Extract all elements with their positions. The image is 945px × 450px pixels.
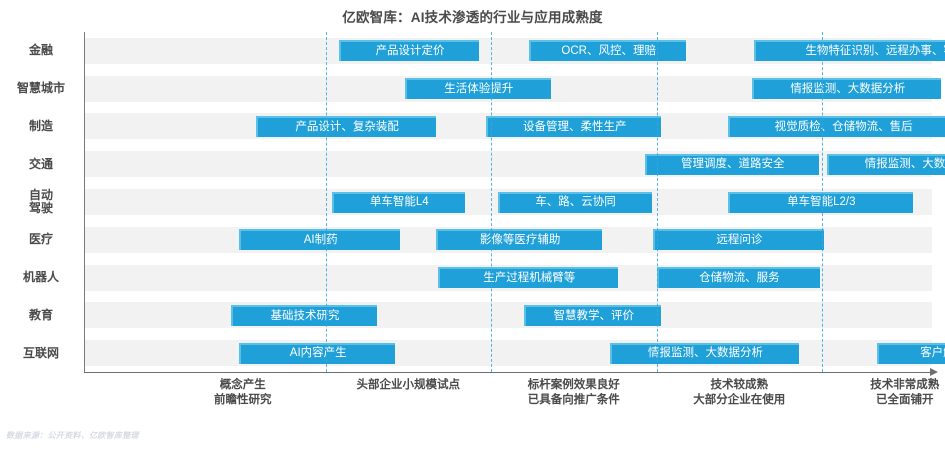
bar-segment[interactable]: 影像等医疗辅助 xyxy=(436,229,602,251)
x-axis-stage-label-2: 标杆案例效果良好已具备向推广条件 xyxy=(484,378,664,408)
y-axis-label-5: 医疗 xyxy=(2,233,80,246)
bar-segment[interactable]: 产品设计、复杂装配 xyxy=(255,115,437,137)
bar-segment[interactable]: 管理调度、道路安全 xyxy=(644,153,819,175)
bar-segment[interactable]: 情报监测、大数据分析 xyxy=(752,78,942,100)
y-axis-label-line: 驾驶 xyxy=(28,201,53,215)
bar-segment[interactable]: 单车智能L2/3 xyxy=(727,191,914,213)
bar-segment[interactable]: 视觉质检、仓储物流、售后 xyxy=(727,115,945,137)
y-axis-label-8: 互联网 xyxy=(2,345,80,360)
x-axis-stage-label-line2: 前瞻性研究 xyxy=(214,394,272,406)
x-axis-stage-label-line1: 头部企业小规模试点 xyxy=(356,379,461,391)
bar-segment[interactable]: AI制药 xyxy=(239,229,400,251)
x-axis-stage-label-line1: 标杆案例效果良好 xyxy=(527,379,620,391)
y-axis-label-line: 自动 xyxy=(28,188,53,202)
bar-segment[interactable]: 设备管理、柔性生产 xyxy=(486,115,662,137)
x-axis-arrow-icon xyxy=(930,368,938,376)
y-axis-label-4: 自动驾驶 xyxy=(2,189,80,215)
x-axis-stage-label-line1: 技术较成熟 xyxy=(710,379,769,391)
bar-segment[interactable]: 情报监测、大数据分析 xyxy=(826,153,945,175)
y-axis-label-line: 机器人 xyxy=(22,270,59,285)
y-axis-label-line: 互联网 xyxy=(22,345,59,360)
y-axis-label-0: 金融 xyxy=(2,44,80,57)
bar-segment[interactable]: 车、路、云协同 xyxy=(497,191,652,213)
bar-segment[interactable]: OCR、风控、理赔 xyxy=(529,40,687,62)
bar-segment[interactable]: 生活体验提升 xyxy=(404,78,551,100)
row-band xyxy=(85,302,932,329)
bar-segment[interactable]: 单车智能L4 xyxy=(332,191,465,213)
bar-segment[interactable]: 基础技术研究 xyxy=(231,304,377,326)
x-axis-line xyxy=(84,372,932,373)
x-axis-stage-label-3: 技术较成熟大部分企业在使用 xyxy=(649,378,829,408)
bar-segment[interactable]: 情报监测、大数据分析 xyxy=(610,342,799,364)
gridline xyxy=(325,32,327,372)
source-note: 数据来源：公开资料、亿欧智库整理 xyxy=(6,431,139,440)
bar-segment[interactable]: 智慧教学、评价 xyxy=(524,304,662,326)
gridline xyxy=(656,32,658,372)
gridline xyxy=(822,32,823,372)
x-axis-stage-label-4: 技术非常成熟已全面铺开 xyxy=(815,378,945,408)
y-axis-line xyxy=(84,32,85,373)
bar-segment[interactable]: AI内容产生 xyxy=(239,342,395,364)
x-axis-stage-label-line2: 已具备向推广条件 xyxy=(527,394,620,406)
page-title: 亿欧智库：AI技术渗透的行业与应用成熟度 xyxy=(342,10,603,25)
y-axis-label-line: 金融 xyxy=(28,43,53,58)
y-axis-labels: 金融智慧城市制造交通自动驾驶医疗机器人教育互联网 xyxy=(0,32,80,372)
x-axis-stage-label-line1: 技术非常成熟 xyxy=(870,379,940,391)
y-axis-label-line: 交通 xyxy=(28,156,53,171)
bar-segment[interactable]: 客户触达、智慧营销 xyxy=(876,342,945,364)
y-axis-label-1: 智慧城市 xyxy=(2,82,80,95)
y-axis-label-6: 机器人 xyxy=(2,271,80,284)
x-axis-stage-label-line1: 概念产生 xyxy=(219,379,266,391)
y-axis-label-line: 教育 xyxy=(28,307,53,322)
y-axis-label-7: 教育 xyxy=(2,307,80,322)
x-axis-stage-label-0: 概念产生前瞻性研究 xyxy=(153,378,333,408)
x-axis-labels: 概念产生前瞻性研究头部企业小规模试点标杆案例效果良好已具备向推广条件技术较成熟大… xyxy=(0,378,945,420)
y-axis-label-2: 制造 xyxy=(2,118,80,133)
y-axis-label-3: 交通 xyxy=(2,156,80,171)
bar-segment[interactable]: 远程问诊 xyxy=(653,229,824,251)
y-axis-label-line: 制造 xyxy=(28,118,53,133)
x-axis-stage-label-line2: 大部分企业在使用 xyxy=(693,394,786,406)
y-axis-label-line: 智慧城市 xyxy=(16,81,65,96)
y-axis-label-line: 医疗 xyxy=(28,232,53,247)
row-band xyxy=(85,340,932,367)
bar-segment[interactable]: 生物特征识别、远程办事、客服 xyxy=(754,40,945,62)
x-axis-stage-label-1: 头部企业小规模试点 xyxy=(318,378,498,393)
bar-segment[interactable]: 产品设计定价 xyxy=(338,40,480,62)
gridline xyxy=(491,32,492,372)
bar-segment[interactable]: 仓储物流、服务 xyxy=(656,267,821,289)
plot-area: 产品设计定价OCR、风控、理赔生物特征识别、远程办事、客服生活体验提升情报监测、… xyxy=(85,32,945,372)
bar-segment[interactable]: 生产过程机械臂等 xyxy=(438,267,619,289)
x-axis-stage-label-line2: 已全面铺开 xyxy=(876,394,934,406)
